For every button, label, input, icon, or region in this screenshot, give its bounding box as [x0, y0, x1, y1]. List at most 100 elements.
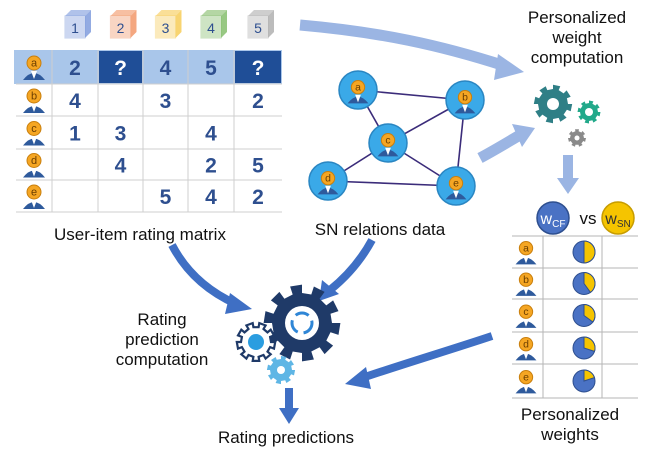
rating-cell: 5 [252, 155, 264, 178]
item-cube: 3 [154, 10, 182, 39]
weights-user-b-letter: b [523, 275, 529, 286]
arrow-matrix-to-weights [299, 19, 507, 72]
matrix-user-d-head [26, 153, 42, 168]
rating-cell: 4 [205, 123, 217, 146]
arrow-sn-to-prediction-head [319, 280, 339, 301]
matrix-grid [16, 50, 282, 213]
weights-rows: ab c d e [515, 240, 596, 394]
item-label: 5 [254, 20, 262, 36]
sn-avatar-b: b [454, 90, 476, 114]
arrow-prediction-to-output-head [279, 408, 299, 424]
flow-arrows [168, 19, 579, 424]
sn-avatar-e-head [448, 176, 464, 191]
unknown-cell-bg [235, 51, 281, 83]
wsn-text: wSN [604, 211, 630, 230]
weights-user-c: c [515, 304, 537, 328]
matrix-user-b-letter: b [31, 91, 37, 103]
weight-pie-sn [583, 369, 596, 382]
weight-pie-a [572, 240, 596, 264]
sn-avatar-b-collar [462, 104, 468, 113]
weights-user-d-head [518, 337, 534, 352]
item-cube-top [155, 10, 182, 16]
weights-user-d: d [515, 337, 537, 361]
item-cube-side [130, 10, 137, 38]
weight-pie-c [572, 303, 596, 327]
weights-table: wCF vs wSN ab c d e [512, 201, 638, 399]
item-cube-top [248, 10, 274, 16]
sn-avatar-d-letter: d [325, 174, 331, 185]
sn-avatar-a-letter: a [355, 83, 361, 94]
sn-avatar-c-letter: c [385, 136, 390, 147]
weights-user-e-letter: e [523, 373, 529, 384]
matrix-user-c-collar [31, 136, 37, 145]
sn-avatar-e: e [445, 176, 467, 200]
matrix-user-avatars: a b c de [23, 55, 45, 209]
weights-user-d-collar [523, 351, 529, 360]
matrix-user-e-letter: e [31, 187, 37, 199]
sn-node-d: d [308, 161, 348, 201]
weights-user-b: b [515, 272, 537, 296]
weights-user-a: a [515, 241, 537, 265]
sn-avatar-b-head [457, 90, 473, 105]
sn-edge [327, 180, 457, 187]
rating-cell: 2 [252, 90, 264, 113]
matrix-user-e: e [23, 184, 45, 209]
prediction-output: Rating predictions [217, 428, 355, 447]
matrix-user-e-collar [31, 200, 37, 208]
item-label: 1 [71, 20, 79, 36]
rating-cell: ? [252, 57, 265, 80]
arrow-weights-down-head [557, 178, 579, 194]
wcf-text: wCF [540, 211, 566, 230]
rating-cell: 3 [160, 90, 172, 113]
sn-caption: SN relations data [314, 220, 446, 239]
sn-node-c: c [368, 123, 408, 163]
gear-white-icon [235, 321, 277, 362]
matrix-user-c-letter: c [31, 123, 37, 135]
sn-node-b: b [445, 80, 485, 120]
item-cube-top [110, 10, 137, 16]
gear-grey-icon [568, 129, 586, 147]
rating-cell: ? [114, 57, 127, 80]
weights-user-e: e [515, 370, 537, 394]
matrix-user-e-head [26, 184, 42, 200]
matrix-user-a: a [23, 55, 45, 80]
weights-user-e-head [518, 370, 534, 385]
prediction-label: Rating prediction computation [115, 310, 209, 369]
wsn-badge [601, 201, 635, 235]
weights-grid [512, 235, 638, 399]
rating-cell: 3 [115, 123, 127, 146]
weights-user-b-head [518, 272, 534, 287]
item-label: 4 [207, 20, 215, 36]
matrix-user-d: d [23, 153, 45, 178]
unknown-cell-bg [99, 51, 142, 83]
sn-avatar-b-letter: b [462, 93, 468, 104]
weights-user-d-letter: d [523, 340, 529, 351]
gear-green-icon-hub [585, 108, 593, 116]
rating-cell: 5 [160, 186, 172, 209]
weights-caption: Personalized weights [520, 405, 620, 444]
weight-pie-sn [583, 271, 596, 294]
wcf-badge [536, 201, 570, 235]
rating-cell: 4 [69, 90, 81, 113]
sn-avatar-c-head [380, 133, 396, 148]
matrix-user-a-letter: a [31, 58, 38, 70]
gear-large-icon-hub [285, 306, 319, 340]
weights-user-c-collar [523, 319, 529, 327]
weight-pie-e [572, 369, 596, 393]
weights-user-c-head [518, 304, 534, 319]
gear-green-icon [577, 100, 601, 124]
item-cube: 1 [64, 10, 91, 39]
weight-computation-gears [533, 84, 601, 147]
weights-user-a-head [518, 241, 534, 256]
rating-cell: 4 [205, 186, 217, 209]
sn-avatar-d-head [320, 171, 336, 186]
weight-pie-sn [583, 336, 596, 353]
sn-node-e: e [436, 166, 476, 206]
vs-text: vs [580, 209, 597, 228]
gear-large-icon [263, 284, 341, 362]
rating-cell: 2 [252, 186, 264, 209]
matrix-caption: User-item rating matrix [54, 225, 226, 244]
arrow-weights-to-prediction [360, 332, 494, 382]
